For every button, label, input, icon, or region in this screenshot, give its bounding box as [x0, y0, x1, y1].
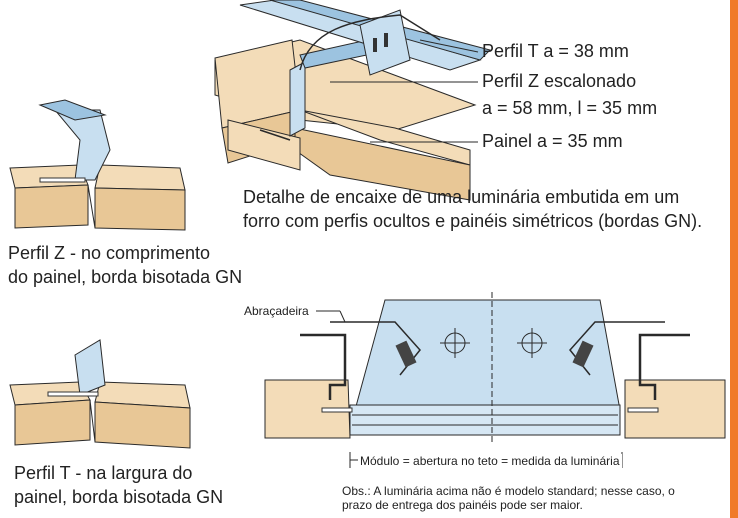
z-slot — [39, 177, 86, 183]
panel-right-block-top — [299, 109, 471, 166]
slot-b — [384, 33, 388, 47]
label-painel: Painel a = 35 mm — [482, 131, 623, 151]
bracket-right — [638, 333, 690, 400]
label-perfil-z-line1: Perfil Z escalonado — [482, 71, 637, 91]
t-panel-left-front — [14, 399, 91, 446]
bracket-left — [300, 333, 347, 400]
z-groove — [87, 184, 96, 229]
slot-a — [373, 38, 377, 52]
slot-right — [627, 407, 659, 413]
label-perfil-t: Perfil T a = 38 mm — [482, 41, 629, 61]
leader-perfil-t — [419, 39, 479, 53]
section-panel-right — [624, 379, 726, 439]
t-profile-body — [74, 339, 106, 396]
panel-front-face — [227, 119, 301, 171]
left-t-detail — [9, 339, 191, 449]
obs-line1: Obs.: A luminária acima não é modelo sta… — [342, 484, 675, 498]
z-panel-left-front — [14, 184, 89, 229]
luminaire-base — [349, 404, 621, 436]
z-caption-line2: do painel, borda bisotada GN — [8, 267, 243, 287]
t-slot — [47, 391, 99, 397]
t-caption-line1: Perfil T - na largura do — [14, 463, 193, 483]
z-caption-line1: Perfil Z - no comprimento — [8, 243, 211, 263]
z-profile-top — [38, 99, 107, 121]
z-profile-body — [53, 109, 111, 181]
abracadeira-label: Abraçadeira — [244, 304, 309, 318]
slot-left — [321, 407, 353, 413]
clip-wire — [299, 14, 441, 71]
label-perfil-z-line2: a = 58 mm, l = 35 mm — [482, 98, 658, 118]
panel-groove — [259, 129, 291, 141]
accent-side-bar — [730, 0, 738, 518]
t-panel-right-front — [94, 401, 191, 449]
module-label: Módulo = abertura no teto = medida da lu… — [358, 454, 622, 468]
t-groove — [89, 399, 96, 443]
spring-left — [395, 340, 417, 368]
spring-right — [572, 340, 594, 368]
obs-line2: prazo de entrega dos painéis pode ser ma… — [342, 498, 583, 512]
t-caption-line2: painel, borda bisotada GN — [14, 487, 224, 507]
top-3d-detail — [214, 0, 491, 201]
z-profile-vertical — [289, 61, 306, 137]
z-panel-right-front — [94, 187, 186, 231]
top-caption-line1: Detalhe de encaixe de uma luminária embu… — [243, 187, 680, 207]
z-panel-right-top — [94, 164, 186, 191]
left-z-detail — [9, 99, 186, 231]
top-caption-line2: forro com perfis ocultos e painéis simét… — [243, 211, 703, 231]
section-view — [264, 292, 726, 468]
